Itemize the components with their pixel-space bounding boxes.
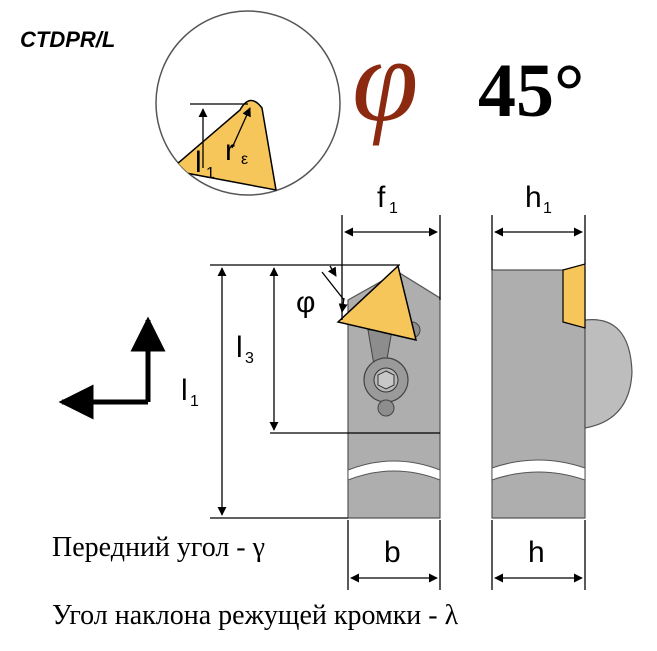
dim-f1-label: f (377, 181, 386, 214)
dim-h1-subscript: 1 (543, 200, 552, 217)
dimension-lines (210, 215, 586, 590)
detail-l1-subscript: 1 (206, 165, 215, 182)
insert-detail-circle: l 1 r ε (155, 10, 341, 196)
holder-front-view (336, 264, 441, 519)
detail-r-subscript: ε (241, 151, 248, 168)
dim-h1-label: h (525, 181, 542, 214)
dim-l3-label: l (236, 331, 243, 364)
dim-b-label: b (384, 536, 401, 569)
approach-angle-value: 45° (478, 49, 584, 133)
caption-rake-angle: Передний угол - γ (52, 532, 265, 563)
dim-l3-subscript: 3 (245, 350, 254, 367)
dim-phi-label: φ (296, 286, 315, 319)
caption-inclination-angle: Угол наклона режущей кромки - λ (52, 600, 459, 631)
holder-side-view (491, 263, 633, 519)
dim-l1-label: l (181, 374, 188, 407)
dim-f1-subscript: 1 (389, 200, 398, 217)
holder-code: CTDPR/L (20, 27, 115, 52)
detail-l1-label: l (195, 146, 202, 179)
dim-h-label: h (528, 536, 545, 569)
detail-r-label: r (225, 134, 235, 167)
feed-direction-arrows (58, 316, 166, 420)
phi-symbol: φ (352, 13, 418, 146)
dim-l1-subscript: 1 (190, 393, 199, 410)
